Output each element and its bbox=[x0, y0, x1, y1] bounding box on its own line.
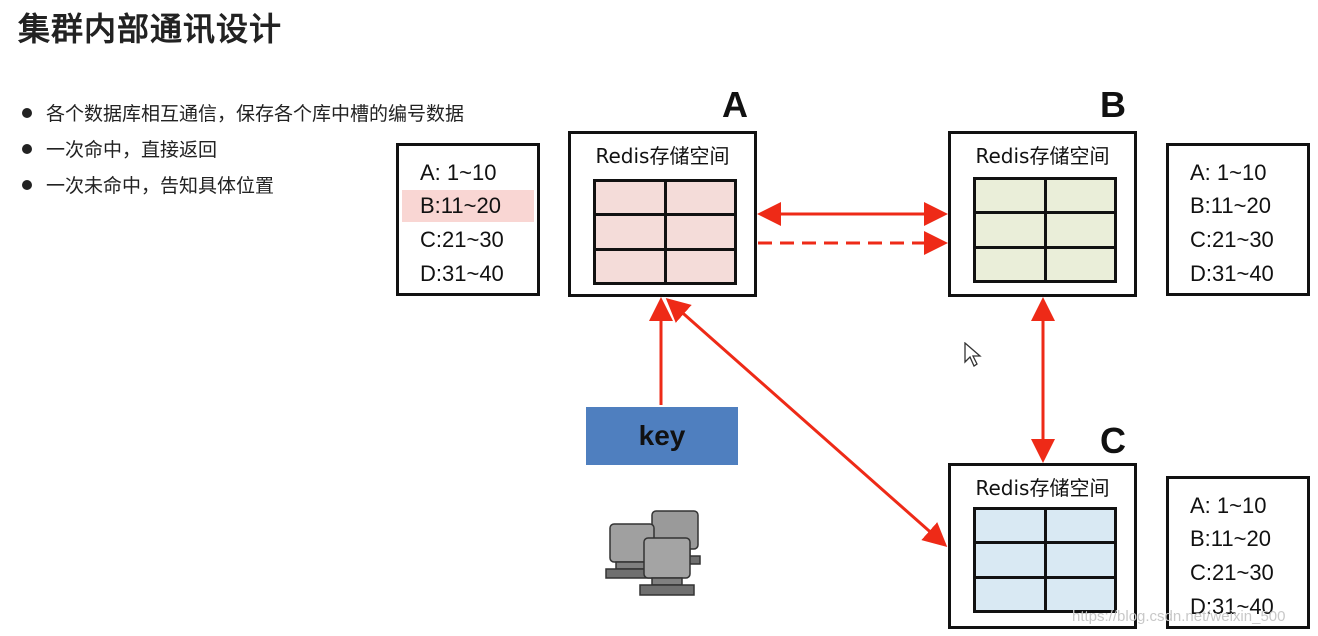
page-title: 集群内部通讯设计 bbox=[18, 10, 283, 48]
slot-cell bbox=[666, 182, 734, 214]
slot-cell bbox=[596, 250, 664, 282]
slot-row: C:21~30 bbox=[420, 227, 504, 252]
slot-cell bbox=[1046, 510, 1114, 542]
bullet-text: 各个数据库相互通信，保存各个库中槽的编号数据 bbox=[46, 103, 465, 125]
redis-node-a: Redis存储空间 bbox=[568, 131, 757, 297]
slot-grid-a bbox=[593, 179, 737, 285]
slot-cell bbox=[666, 216, 734, 248]
bullet-dot-icon bbox=[22, 107, 32, 118]
redis-node-c: Redis存储空间 bbox=[948, 463, 1137, 629]
bullet-dot-icon bbox=[22, 179, 32, 190]
node-c-letter: C bbox=[1100, 420, 1126, 461]
slot-row: D:31~40 bbox=[1190, 261, 1274, 286]
slot-grid-b bbox=[973, 177, 1117, 283]
slot-cell bbox=[666, 250, 734, 282]
slot-cell bbox=[596, 216, 664, 248]
slot-row: D:31~40 bbox=[420, 261, 504, 286]
slot-table-c: A: 1~10 B:11~20 C:21~30 D:31~40 bbox=[1166, 476, 1310, 629]
bullet-dot-icon bbox=[22, 143, 32, 154]
node-a-letter: A bbox=[722, 84, 748, 125]
slot-table-a: A: 1~10 B:11~20 C:21~30 D:31~40 bbox=[396, 143, 540, 296]
slot-row: C:21~30 bbox=[1190, 227, 1274, 252]
slot-cell bbox=[976, 510, 1044, 542]
slot-cell bbox=[976, 180, 1044, 212]
slot-cell bbox=[976, 578, 1044, 610]
bullet-text: 一次未命中，告知具体位置 bbox=[46, 175, 275, 197]
slot-row: B:11~20 bbox=[1190, 526, 1271, 551]
mouse-cursor-icon bbox=[964, 342, 982, 367]
bullet-item: 各个数据库相互通信，保存各个库中槽的编号数据 bbox=[22, 96, 464, 132]
bullet-list: 各个数据库相互通信，保存各个库中槽的编号数据 一次命中，直接返回 一次未命中，告… bbox=[22, 96, 464, 204]
slot-row: B:11~20 bbox=[1190, 193, 1271, 218]
slot-table-b: A: 1~10 B:11~20 C:21~30 D:31~40 bbox=[1166, 143, 1310, 296]
redis-node-label: Redis存储空间 bbox=[595, 144, 730, 168]
slot-row: A: 1~10 bbox=[1190, 160, 1267, 185]
slot-row: A: 1~10 bbox=[420, 160, 497, 185]
slot-cell bbox=[976, 214, 1044, 246]
slot-cell bbox=[1046, 214, 1114, 246]
slot-cell bbox=[976, 248, 1044, 280]
slot-cell bbox=[1046, 180, 1114, 212]
slot-row: C:21~30 bbox=[1190, 560, 1274, 585]
node-b-letter: B bbox=[1100, 84, 1126, 125]
watermark: https://blog.csdn.net/weixin_500 bbox=[1072, 608, 1286, 625]
slot-row-highlighted: B:11~20 bbox=[402, 190, 534, 222]
slot-cell bbox=[1046, 544, 1114, 576]
redis-node-label: Redis存储空间 bbox=[975, 144, 1110, 168]
bullet-item: 一次命中，直接返回 bbox=[22, 132, 464, 168]
bullet-item: 一次未命中，告知具体位置 bbox=[22, 168, 464, 204]
redis-node-label: Redis存储空间 bbox=[975, 476, 1110, 500]
arrow-a-c bbox=[665, 298, 948, 547]
bullet-text: 一次命中，直接返回 bbox=[46, 139, 218, 161]
slot-cell bbox=[596, 182, 664, 214]
slot-cell bbox=[1046, 248, 1114, 280]
slot-cell bbox=[1046, 578, 1114, 610]
slot-cell bbox=[976, 544, 1044, 576]
slot-row: A: 1~10 bbox=[1190, 493, 1267, 518]
slot-grid-c bbox=[973, 507, 1117, 613]
slot-row: D:31~40 bbox=[1190, 594, 1274, 619]
redis-node-b: Redis存储空间 bbox=[948, 131, 1137, 297]
client-computers-icon bbox=[605, 510, 701, 596]
